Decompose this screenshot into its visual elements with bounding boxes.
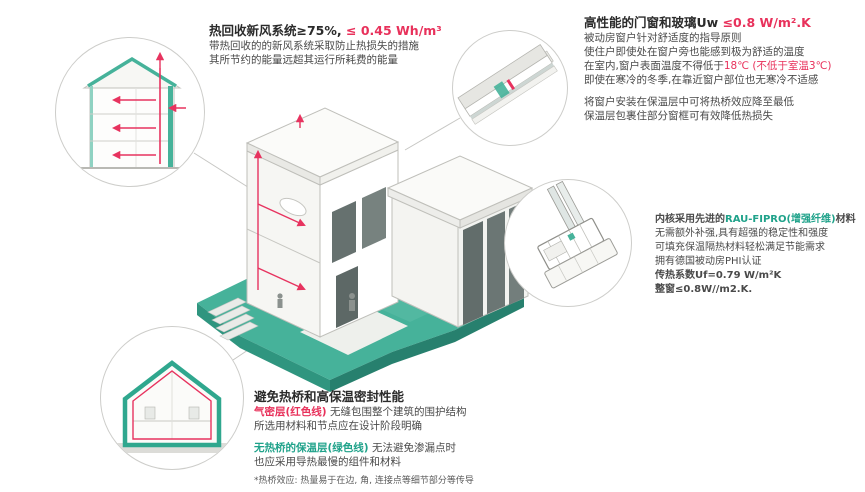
heat-recovery-title-red: ≤ 0.45 Wh/m³ [346,23,442,38]
profile-line-6: 整窗≤0.8W//m2.K. [655,284,753,295]
door-glazing [336,266,358,328]
profile-line-1-black2: 材料 [835,214,856,225]
windows-title-red: ≤0.8 W/m².K [722,15,811,30]
house-left-block [245,107,400,338]
thermal-line-2: 所选用材料和节点应在设计阶段明确 [254,420,422,432]
terrace [300,304,408,355]
windows-line-1: 被动房窗户针对舒适度的指导原则 [584,32,742,44]
thermal-line-3-black: 无法避免渗漏点时 [368,442,456,454]
windows-line-3: 在室内,窗户表面温度不得低于18℃ (不低于室温3℃) [584,59,865,73]
profile-line-1-teal: RAU-FIPRO(增强纤维) [725,214,836,225]
windows-text: 高性能的门窗和玻璃Uw ≤0.8 W/m².K 被动房窗户针对舒适度的指导原则 … [584,14,865,123]
windows-line-3-red: 18℃ (不低于室温3℃) [723,60,832,72]
thermal-text: 避免热桥和高保温密封性能 气密层(红色线) 无缝包围整个建筑的围护结构 所选用材… [254,388,574,487]
windows-line-4: 即使在寒冷的冬季,在靠近窗户部位也无寒冷不适感 [584,74,819,86]
garden-steps [207,297,259,341]
airtight-layer-red-line [132,370,212,440]
windows-line-3-black: 在室内,窗户表面温度不得低于 [584,60,724,72]
windows-line-2: 使住户即使处在窗户旁也能感到极为舒适的温度 [584,46,805,58]
profile-line-5: 传热系数Uf=0.79 W/m²K [655,270,782,281]
window-glazing [332,201,356,263]
ventilation-section-icon [80,51,186,169]
thermal-line-3: 无热桥的保温层(绿色线) 无法避免渗漏点时 [254,441,574,455]
callout-window-corner [452,30,568,146]
thermal-line-1-black: 无缝包围整个建筑的围护结构 [326,406,467,418]
windows-title-black: 高性能的门窗和玻璃Uw [584,15,723,30]
callout-thermal-section [100,326,244,470]
window-glazing [362,187,386,249]
profile-line-4: 拥有德国被动房PHI认证 [655,256,762,267]
profile-line-2: 无需额外补强,具有超强的稳定性和强度 [655,228,829,239]
profile-line-1-black1: 内核采用先进的 [655,214,725,225]
thermal-title: 避免热桥和高保温密封性能 [254,389,405,404]
thermal-line-1: 气密层(红色线) 无缝包围整个建筑的围护结构 [254,405,574,419]
frame-profile-icon [537,180,618,289]
heat-recovery-line-2: 其所节约的能量远超其运行所耗费的能量 [209,54,398,66]
thermal-line-4: 也应采用导热最慢的组件和材料 [254,456,401,468]
thermal-footnote: *热桥效应: 热量易于在边, 角, 连接点等细节部分等传导 [254,476,474,486]
ventilation-ducts [253,113,306,291]
profile-text: 内核采用先进的RAU-FIPRO(增强纤维)材料 无需额外补强,具有超强的稳定性… [655,213,865,297]
windows-line-5: 将窗户安装在保温层中可将热桥效应降至最低 [584,96,794,108]
thermal-section-icon [117,360,227,453]
bathtub [279,197,307,217]
callout-frame-profile [504,179,632,307]
profile-line-3: 可填充保温隔热材料轻松满足节能需求 [655,242,825,253]
heat-recovery-text: 热回收新风系统≥75%, ≤ 0.45 Wh/m³ 带热回收的的新风系统采取防止… [209,22,489,67]
air-flow-arrows [111,51,186,160]
windows-title: 高性能的门窗和玻璃Uw ≤0.8 W/m².K [584,14,865,31]
insulation-layer-green-line [122,360,222,448]
callout-ventilation-section [55,37,205,187]
human-figures [277,293,355,311]
window-corner-icon [457,43,558,125]
windows-line-6: 保温层包裹住部分窗框可有效降低热损失 [584,110,773,122]
heat-recovery-title: 热回收新风系统≥75%, ≤ 0.45 Wh/m³ [209,22,489,39]
thermal-line-1-red: 气密层(红色线) [254,406,327,418]
heat-recovery-title-black: 热回收新风系统≥75%, [209,23,346,38]
thermal-line-3-teal: 无热桥的保温层(绿色线) [254,442,369,454]
profile-line-1: 内核采用先进的RAU-FIPRO(增强纤维)材料 [655,213,865,227]
heat-recovery-line-1: 带热回收的的新风系统采取防止热损失的措施 [209,40,419,52]
